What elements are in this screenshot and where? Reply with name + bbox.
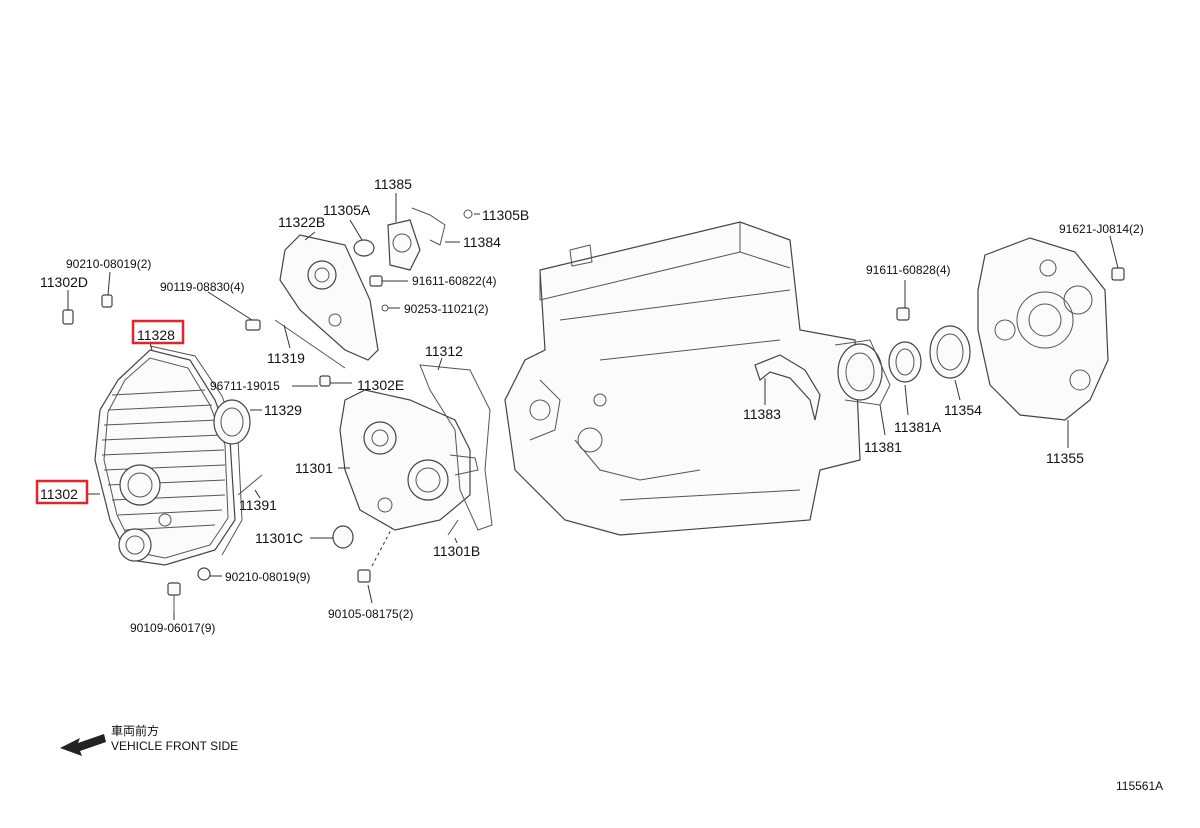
label-11384: 11384 — [463, 234, 501, 250]
label-90109-06017-9: 90109-06017(9) — [130, 621, 215, 635]
bolt-91611-60822 — [369, 275, 383, 287]
label-11319: 11319 — [267, 350, 305, 366]
bolt-91611-60828 — [896, 307, 910, 321]
label-11302E: 11302E — [357, 377, 404, 393]
washer-90210 — [197, 567, 211, 581]
figure-id: 115561A — [1116, 779, 1163, 793]
highlight-11302 — [35, 479, 89, 505]
label-11381: 11381 — [864, 439, 902, 455]
label-11305B: 11305B — [482, 207, 529, 223]
label-11301: 11301 — [295, 460, 333, 476]
label-90210-08019-9: 90210-08019(9) — [225, 570, 310, 584]
plug-11305B — [463, 209, 473, 219]
label-11329: 11329 — [264, 402, 302, 418]
bracket-11385 — [387, 207, 446, 271]
label-11312: 11312 — [425, 343, 463, 359]
oil-seal-11329 — [213, 399, 251, 445]
label-11381A: 11381A — [894, 419, 942, 435]
label-90210-08019-2: 90210-08019(2) — [66, 257, 151, 271]
pin-11301B — [447, 519, 459, 536]
label-11305A: 11305A — [323, 202, 371, 218]
timing-case — [339, 389, 479, 531]
vehicle-front-indicator: 車両前方 VEHICLE FRONT SIDE — [60, 723, 238, 756]
label-11391: 11391 — [239, 497, 277, 513]
plate-11312 — [419, 364, 493, 531]
engine-block — [504, 221, 861, 536]
leader-lines — [67, 193, 1119, 620]
label-11301B: 11301B — [433, 543, 480, 559]
seal-11381A — [888, 341, 922, 383]
direction-arrow-icon — [60, 734, 106, 756]
seal-11354 — [929, 325, 971, 379]
label-11301C: 11301C — [255, 530, 303, 546]
retainer-11381 — [834, 339, 891, 406]
label-11302: 11302 — [40, 486, 78, 502]
direction-label-en: VEHICLE FRONT SIDE — [111, 739, 238, 753]
label-11355: 11355 — [1046, 450, 1084, 466]
washer-90253 — [381, 304, 389, 312]
end-plate-11355 — [977, 237, 1109, 421]
plug-11302E — [319, 375, 331, 387]
label-11322B: 11322B — [278, 214, 325, 230]
bolt-90105 — [357, 569, 371, 583]
bolt-11302D — [62, 294, 113, 325]
label-11383: 11383 — [743, 406, 781, 422]
label-90119-08830-4: 90119-08830(4) — [160, 280, 245, 294]
highlight-11328 — [131, 319, 185, 345]
rod-11319 — [274, 319, 346, 369]
label-11302D: 11302D — [40, 274, 88, 290]
bolt-91621 — [1111, 267, 1125, 281]
bolt-90109 — [167, 582, 181, 612]
label-90253-11021-2: 90253-11021(2) — [404, 302, 489, 316]
part-labels: 11385 11305A 11305B 11322B 11384 90210-0… — [40, 176, 1144, 635]
label-91611-60822-4: 91611-60822(4) — [412, 274, 497, 288]
label-11385: 11385 — [374, 176, 412, 192]
seal-11305A — [353, 239, 375, 257]
label-91621-J0814-2: 91621-J0814(2) — [1059, 222, 1144, 236]
label-91611-60828-4: 91611-60828(4) — [866, 263, 951, 277]
stud-11391 — [237, 474, 263, 496]
seal-11301C — [332, 525, 354, 549]
label-11354: 11354 — [944, 402, 982, 418]
timing-cover — [94, 349, 236, 566]
label-11328: 11328 — [137, 327, 175, 343]
gasket-11383 — [754, 354, 821, 421]
upper-cover — [279, 234, 379, 361]
label-96711-19015: 96711-19015 — [210, 379, 280, 393]
bolt-90119 — [245, 319, 261, 331]
direction-label-jp: 車両前方 — [111, 723, 159, 738]
label-90105-08175-2: 90105-08175(2) — [328, 607, 413, 621]
